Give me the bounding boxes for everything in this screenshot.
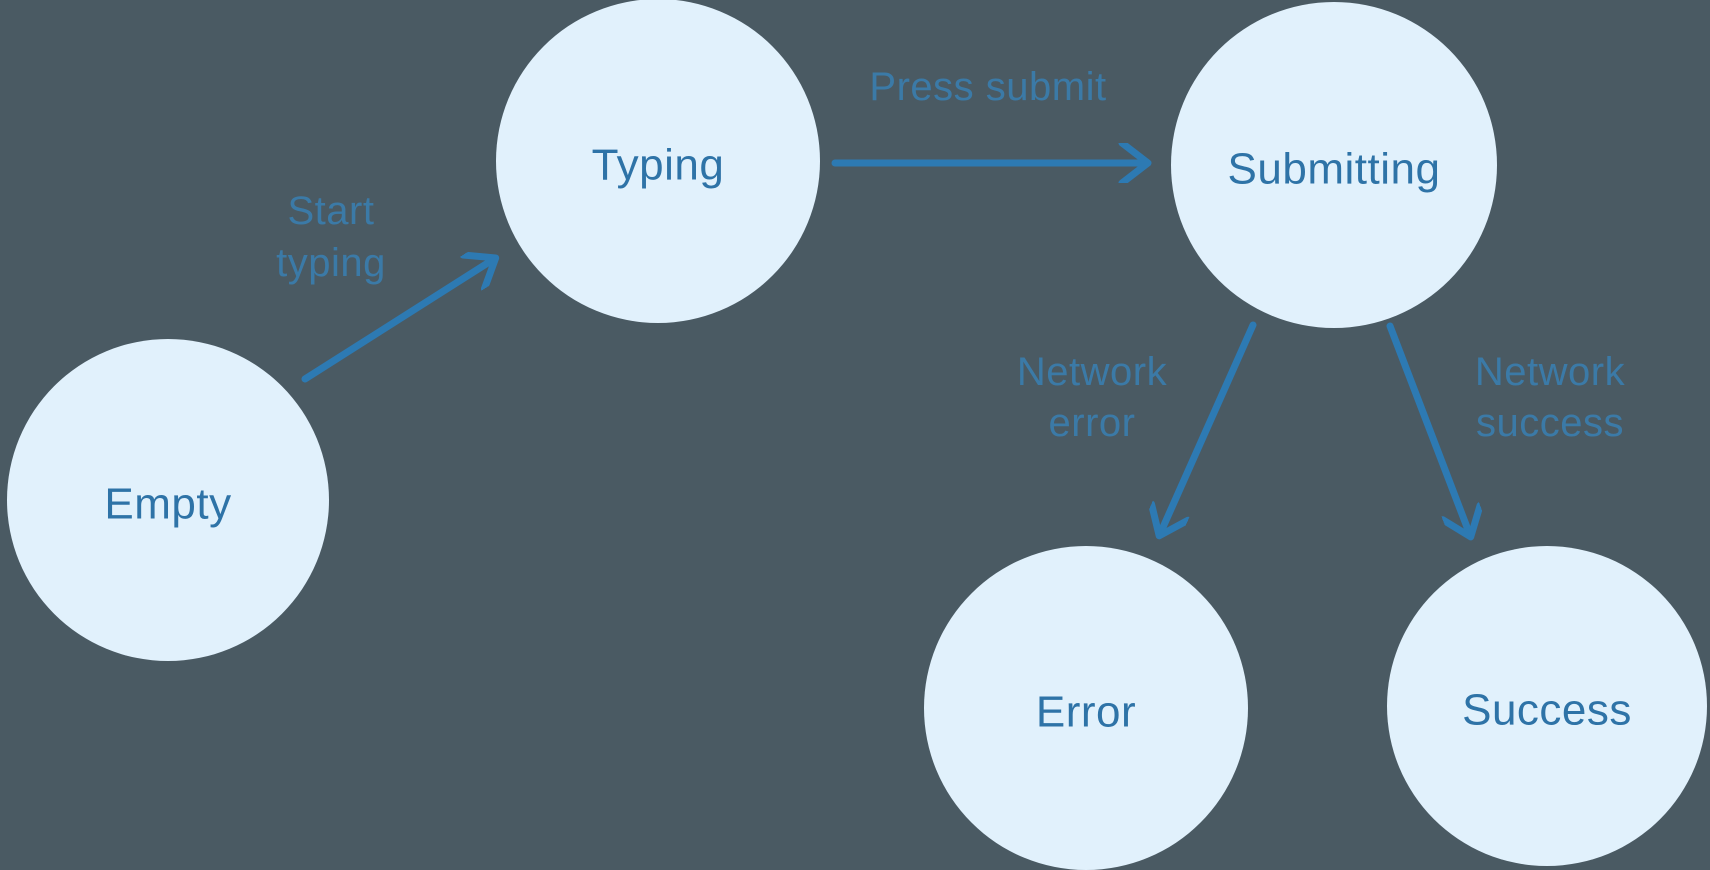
node-success bbox=[1387, 546, 1707, 866]
node-typing bbox=[496, 0, 820, 323]
node-empty bbox=[7, 339, 329, 661]
edge-label-press-submit: Press submit bbox=[869, 65, 1106, 109]
node-label-empty: Empty bbox=[104, 480, 231, 529]
node-label-typing: Typing bbox=[592, 141, 725, 190]
node-label-success: Success bbox=[1462, 686, 1632, 735]
edge-arrow-start-typing bbox=[301, 259, 494, 383]
edge-arrow-network-error bbox=[1160, 321, 1257, 534]
edge-arrow-network-success bbox=[1386, 322, 1470, 535]
node-label-error: Error bbox=[1036, 688, 1136, 737]
node-label-submitting: Submitting bbox=[1228, 145, 1441, 194]
node-error bbox=[924, 546, 1248, 870]
node-submitting bbox=[1171, 2, 1497, 328]
